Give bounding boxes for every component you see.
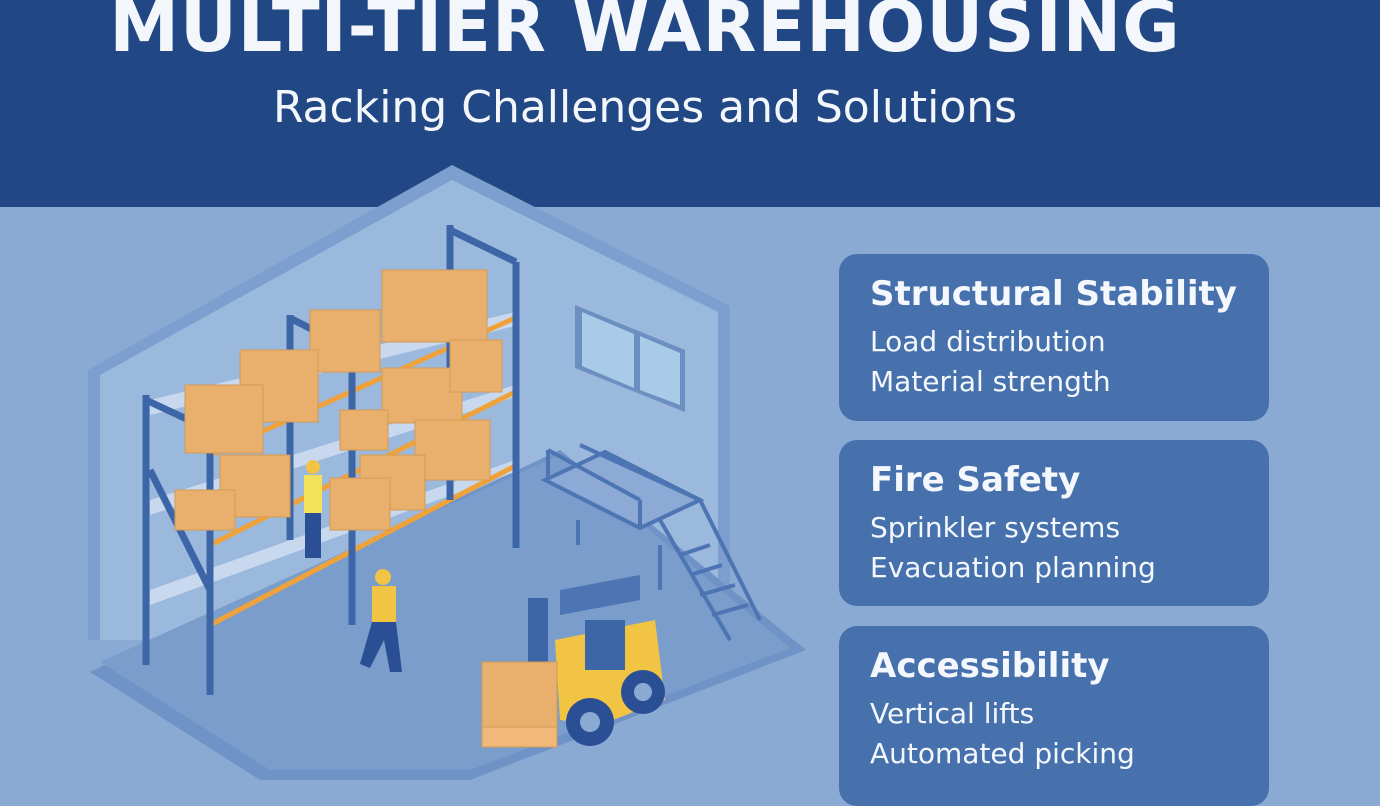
card-item: Automated picking <box>870 737 1135 770</box>
card-item: Sprinkler systems <box>870 511 1121 544</box>
card-item: Vertical lifts <box>870 697 1035 730</box>
worker-on-rack-icon <box>304 460 322 558</box>
cardboard-boxes-icon <box>174 269 503 531</box>
card-fire-safety: Fire Safety Sprinkler systems Evacuation… <box>839 440 1269 606</box>
page-title: MULTI-TIER WAREHOUSING <box>109 0 1181 68</box>
mezzanine-stairs-icon <box>540 443 762 642</box>
worker-walking-icon <box>360 569 402 672</box>
warehouse-illustration <box>88 165 806 780</box>
card-title: Accessibility <box>870 646 1110 686</box>
card-item: Evacuation planning <box>870 551 1156 584</box>
card-item: Load distribution <box>870 325 1106 358</box>
card-title: Structural Stability <box>870 274 1237 314</box>
window-icon <box>575 305 685 412</box>
card-title: Fire Safety <box>870 460 1081 500</box>
card-accessibility: Accessibility Vertical lifts Automated p… <box>839 626 1269 806</box>
header-banner: MULTI-TIER WAREHOUSING Racking Challenge… <box>0 0 1380 207</box>
page-subtitle: Racking Challenges and Solutions <box>272 82 1018 133</box>
forklift-icon <box>481 575 665 748</box>
card-item: Material strength <box>870 365 1111 398</box>
card-structural-stability: Structural Stability Load distribution M… <box>839 254 1269 421</box>
